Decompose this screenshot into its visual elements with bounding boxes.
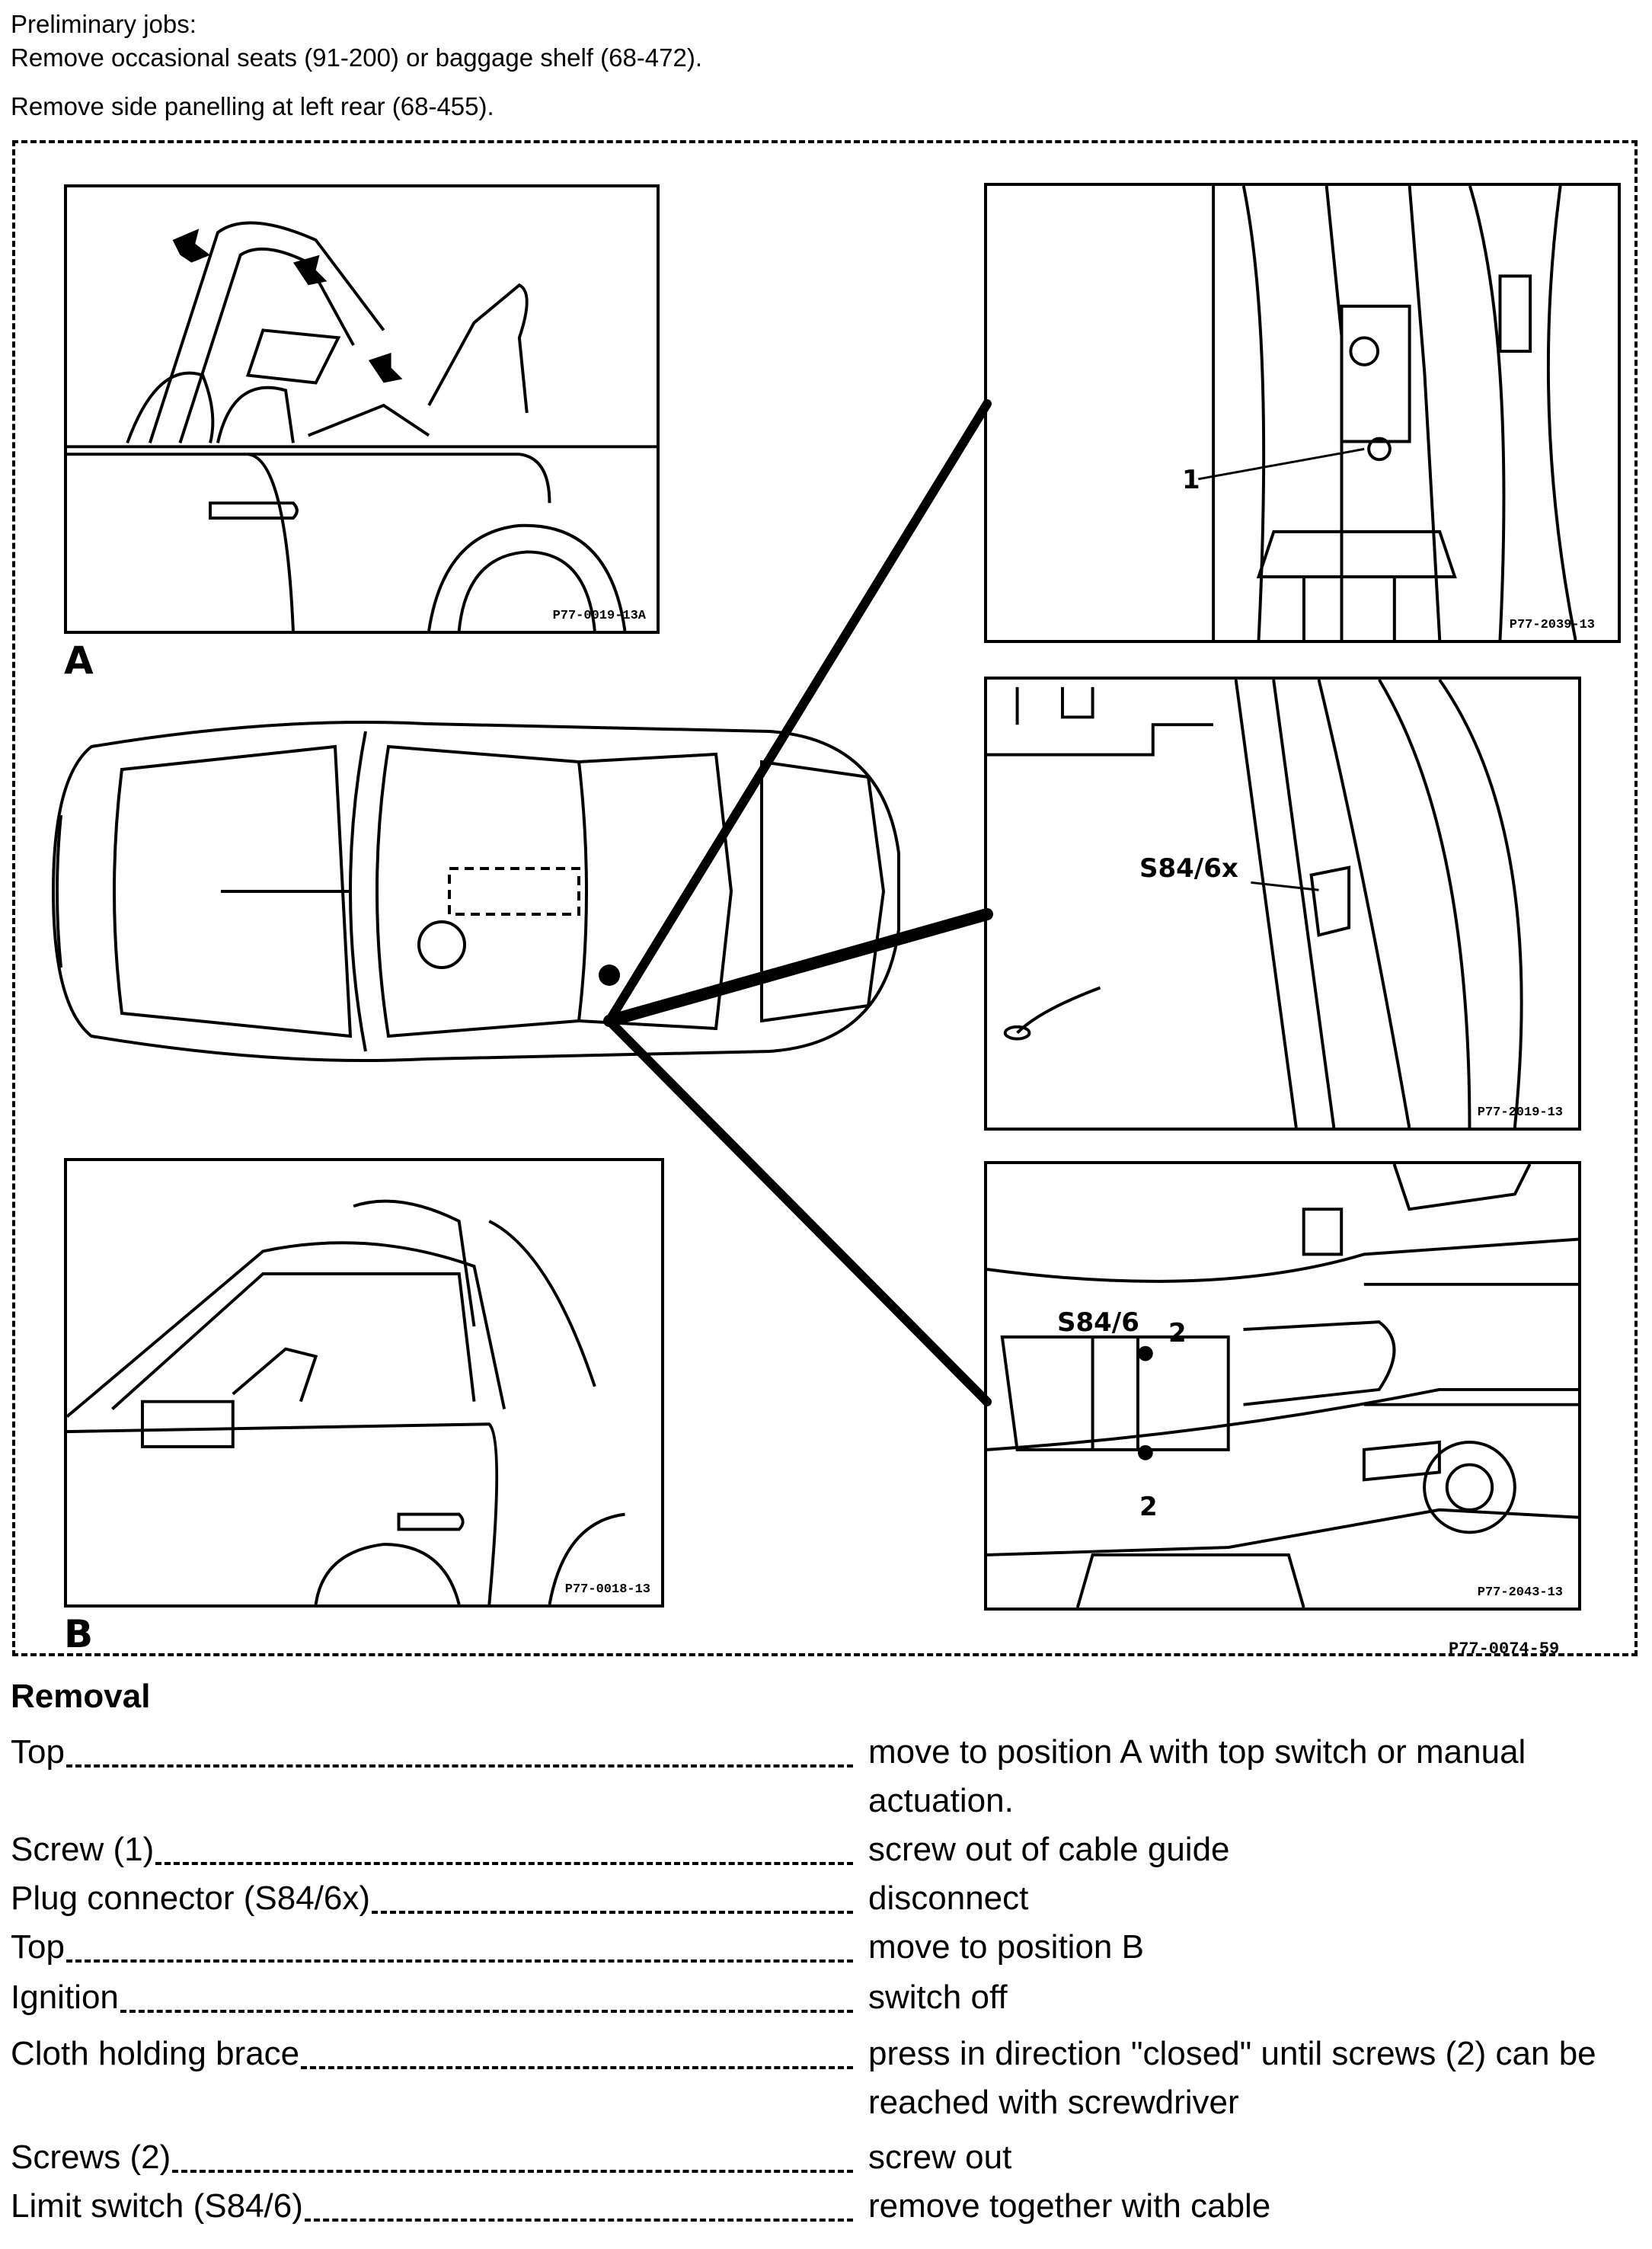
callout-screw-2-top: 2 [1168,1318,1187,1348]
figure-code-b: P77-0018-13 [564,1582,650,1597]
preliminary-jobs-heading: Preliminary jobs: [11,10,197,38]
leader-dots [304,2182,853,2222]
step-item-screws-2: Screws (2) [11,2139,171,2176]
leader-dots [172,2133,853,2173]
callout-screw-2-bottom: 2 [1139,1492,1158,1522]
leader-dots [66,1728,853,1768]
figure-frame [12,140,1638,1656]
figure-code-detail-2: P77-2019-13 [1477,1105,1563,1120]
leader-dots [66,1923,853,1963]
convertible-top-open-drawing [67,221,657,631]
step-action: switch off [868,1979,1008,2016]
position-label-a: A [64,638,94,683]
car-top-view-drawing [51,721,900,1062]
detail-plug-connector: S84/6x P77-2019-13 [984,677,1581,1131]
step-action: disconnect [868,1879,1029,1917]
step-item-top: Top [11,1733,65,1771]
step-item-cloth-holding-brace: Cloth holding brace [11,2035,300,2072]
cable-guide-drawing [1198,186,1577,640]
leader-dots [120,1973,853,2013]
illustration-position-b: P77-0018-13 [64,1158,664,1608]
step-action: move to position B [868,1928,1144,1966]
illustration-position-a: P77-0019-13A [64,184,660,634]
removal-heading: Removal [11,1678,151,1715]
preliminary-job-2: Remove side panelling at left rear (68-4… [11,92,494,120]
leader-dots [372,1874,853,1914]
preliminary-job-1: Remove occasional seats (91-200) or bagg… [11,43,703,72]
step-item-screw-1: Screw (1) [11,1831,155,1868]
step-item-limit-switch: Limit switch (S84/6) [11,2187,303,2225]
step-item-ignition: Ignition [11,1979,119,2016]
convertible-top-closed-drawing [67,1199,625,1604]
step-item-plug-connector: Plug connector (S84/6x) [11,1879,371,1917]
figure-code-overall: P77-0074-59 [1449,1640,1560,1659]
figure-code-a: P77-0019-13A [552,609,646,623]
leader-dots [155,1825,853,1865]
car-top-view [46,701,922,1082]
step-action: move to position A with top switch or ma… [868,1733,1526,1819]
step-action: screw out [868,2139,1012,2176]
step-action: remove together with cable [868,2187,1271,2225]
plug-connector-drawing [987,680,1523,1128]
detail-screw-cable-guide: 1 P77-2039-13 [984,183,1621,643]
callout-limit-switch: S84/6 [1057,1307,1139,1338]
callout-plug-connector: S84/6x [1139,853,1238,884]
figure-code-detail-3: P77-2043-13 [1477,1585,1563,1600]
step-action: press in direction "closed" until screws… [868,2035,1596,2121]
step-action: screw out of cable guide [868,1831,1230,1868]
limit-switch-drawing [987,1164,1578,1608]
position-label-b: B [64,1612,94,1656]
callout-screw-1: 1 [1182,465,1200,495]
leader-dots [301,2030,853,2069]
figure-code-detail-1: P77-2039-13 [1509,618,1595,632]
step-item-top: Top [11,1928,65,1966]
detail-limit-switch: S84/6 2 2 P77-2043-13 [984,1161,1581,1611]
